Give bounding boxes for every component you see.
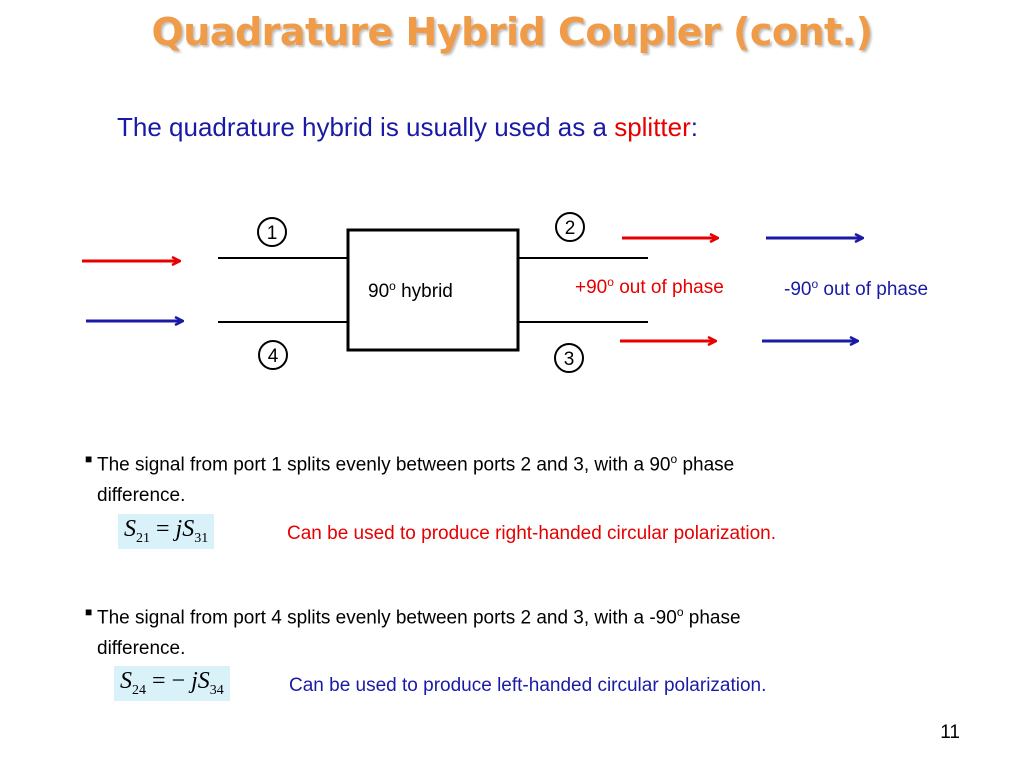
bullet-2-line-1: The signal from port 4 splits evenly bet… [97, 605, 741, 629]
bullet-1-line-2: difference. [97, 485, 186, 507]
slide-title: Quadrature Hybrid Coupler (cont.) [151, 10, 873, 54]
port-1-marker: 1 [257, 217, 287, 247]
port-3-marker: 3 [554, 343, 584, 373]
page-number: 11 [940, 722, 960, 743]
subtitle-colon: : [690, 112, 698, 142]
bullet-marker: ■ [85, 605, 93, 619]
bullet-marker: ■ [85, 452, 93, 466]
note-left-handed: Can be used to produce left-handed circu… [289, 675, 767, 696]
note-right-handed: Can be used to produce right-handed circ… [287, 523, 777, 544]
equation-s24: S24 = − jS34 [114, 666, 230, 701]
plus-phase-label: +90o out of phase [575, 275, 724, 298]
svg-text:4: 4 [268, 346, 279, 367]
bullet-2-line-2: difference. [97, 638, 186, 660]
equation-s21: S21 = jS31 [118, 514, 215, 549]
svg-text:1: 1 [267, 223, 278, 244]
bullet-2: ■ The signal from port 4 splits evenly b… [85, 597, 741, 664]
bullet-1-line-1: The signal from port 1 splits evenly bet… [97, 452, 735, 476]
svg-text:3: 3 [564, 349, 575, 370]
hybrid-label: 90o hybrid [368, 279, 453, 302]
subtitle-text: The quadrature hybrid is usually used as… [117, 112, 615, 142]
subtitle-emphasis: splitter [614, 112, 691, 142]
port-2-marker: 2 [555, 212, 585, 242]
minus-phase-label: -90o out of phase [784, 277, 928, 300]
port-4-marker: 4 [258, 340, 288, 370]
hybrid-box [346, 228, 520, 352]
subtitle: The quadrature hybrid is usually used as… [117, 112, 698, 143]
bullet-1: ■ The signal from port 1 splits evenly b… [85, 444, 735, 511]
svg-text:2: 2 [565, 218, 576, 239]
